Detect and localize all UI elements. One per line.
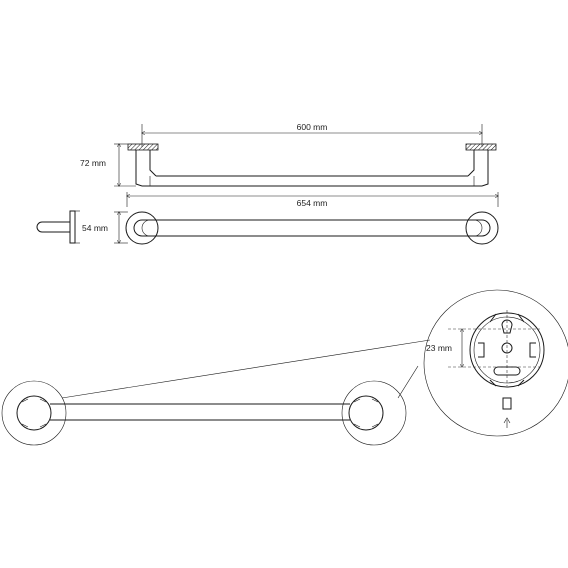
dimension-600: 600 mm	[142, 122, 482, 147]
dimension-54-label: 54 mm	[82, 223, 108, 233]
top-view	[125, 211, 499, 245]
side-view	[36, 210, 80, 244]
right-detail-circle	[341, 380, 407, 446]
dimension-654-label: 654 mm	[297, 198, 328, 208]
right-wall-plate	[465, 143, 497, 151]
dimension-54: 54 mm	[82, 212, 128, 243]
mounting-detail: 23 mm	[423, 289, 568, 437]
dimension-654: 654 mm	[127, 192, 498, 208]
dimension-23-label: 23 mm	[426, 343, 452, 353]
left-detail-circle	[1, 380, 67, 446]
dimension-600-label: 600 mm	[297, 122, 328, 132]
left-wall-plate	[127, 143, 159, 151]
dimension-72-label: 72 mm	[80, 158, 106, 168]
assembly-view	[1, 339, 431, 446]
dimension-72: 72 mm	[80, 144, 136, 186]
front-view	[127, 143, 497, 187]
